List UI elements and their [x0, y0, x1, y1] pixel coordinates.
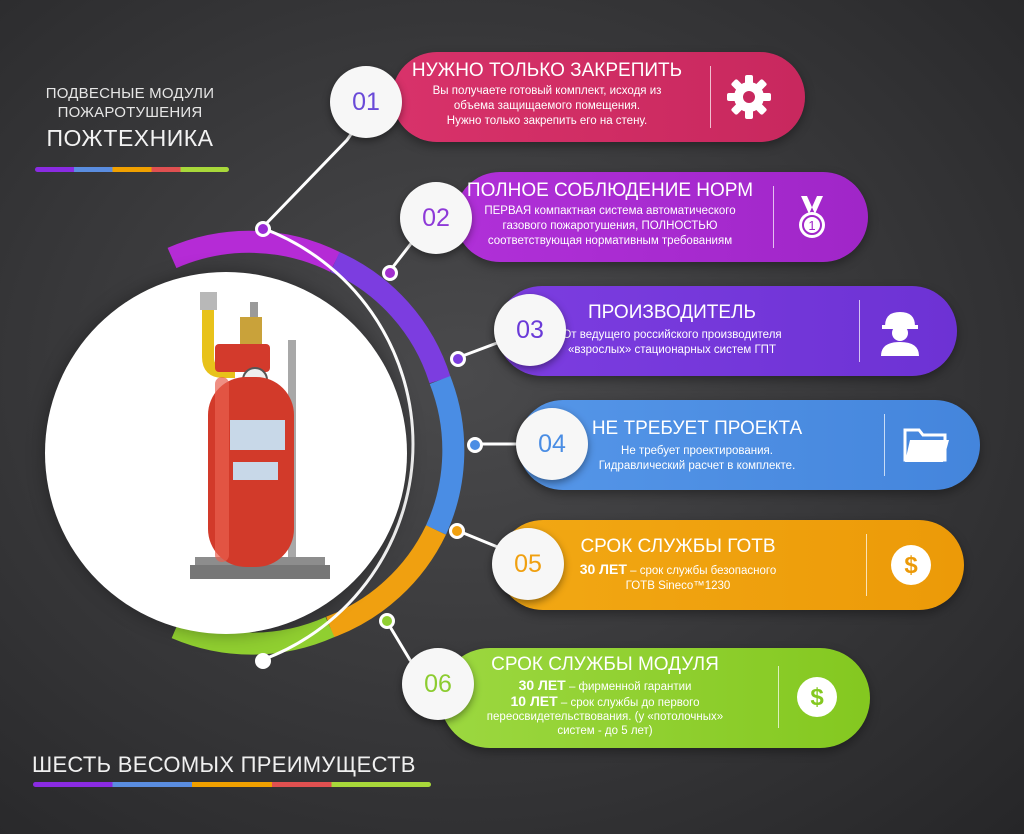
product-image-circle [45, 272, 407, 634]
feature-card-2: ПОЛНОЕ СОБЛЮДЕНИЕ НОРМ ПЕРВАЯ компактная… [455, 172, 868, 262]
number-circle-05: 05 [492, 528, 564, 600]
number-circle-02: 02 [400, 182, 472, 254]
svg-text:1: 1 [808, 218, 815, 233]
header-line-1: ПОДВЕСНЫЕ МОДУЛИ [45, 85, 215, 102]
brand-name: ПОЖТЕХНИКА [46, 125, 214, 151]
gear-icon [727, 75, 771, 119]
feature-6-title: СРОК СЛУЖБЫ МОДУЛЯ [491, 654, 719, 675]
connector-dot-end [255, 653, 271, 669]
feature-3-divider [859, 300, 860, 362]
feature-5-desc: 30 ЛЕТ – срок службы безопасного ГОТВ Si… [579, 561, 777, 593]
dollar-icon: $ [891, 545, 931, 585]
number-circle-04: 04 [516, 408, 588, 480]
feature-card-4: НЕ ТРЕБУЕТ ПРОЕКТА Не требует проектиров… [518, 400, 980, 490]
feature-5-title: СРОК СЛУЖБЫ ГОТВ [580, 536, 776, 557]
connector-dot-4 [467, 437, 483, 453]
feature-card-1: НУЖНО ТОЛЬКО ЗАКРЕПИТЬ Вы получаете гото… [392, 52, 805, 142]
feature-5-divider [866, 534, 867, 596]
dollar-icon: $ [797, 677, 837, 717]
feature-6-divider [778, 666, 779, 728]
feature-2-desc: ПЕРВАЯ компактная система автоматическог… [484, 205, 736, 247]
feature-4-title: НЕ ТРЕБУЕТ ПРОЕКТА [591, 418, 803, 439]
number-circle-06: 06 [402, 648, 474, 720]
number-circle-01: 01 [330, 66, 402, 138]
svg-text:$: $ [810, 684, 824, 711]
feature-1-title: НУЖНО ТОЛЬКО ЗАКРЕПИТЬ [411, 60, 683, 81]
engineer-icon [881, 312, 919, 356]
footer-color-bar [33, 782, 431, 787]
medal-icon: 1 [799, 196, 825, 238]
feature-6-desc: 30 ЛЕТ – фирменной гарантии 10 ЛЕТ – сро… [486, 677, 724, 737]
feature-1-divider [710, 66, 711, 128]
feature-4-desc: Не требует проектирования.Гидравлический… [598, 445, 796, 472]
connector-dot-6 [379, 613, 395, 629]
footer-title: ШЕСТЬ ВЕСОМЫХ ПРЕИМУЩЕСТВ [32, 752, 416, 777]
feature-card-5: СРОК СЛУЖБЫ ГОТВ 30 ЛЕТ – срок службы бе… [498, 520, 964, 610]
feature-2-divider [773, 186, 774, 248]
feature-card-6: СРОК СЛУЖБЫ МОДУЛЯ 30 ЛЕТ – фирменной га… [440, 648, 870, 748]
svg-text:$: $ [904, 552, 918, 579]
feature-1-desc: Вы получаете готовый комплект, исходя из… [432, 85, 662, 127]
folder-icon [903, 428, 949, 462]
header-line-2: ПОЖАРОТУШЕНИЯ [57, 104, 203, 121]
feature-4-divider [884, 414, 885, 476]
feature-3-desc: От ведущего российского производителя«вз… [562, 329, 782, 356]
number-circle-03: 03 [494, 294, 566, 366]
connector-dot-5 [449, 523, 465, 539]
feature-3-title: ПРОИЗВОДИТЕЛЬ [588, 302, 756, 323]
feature-card-3: ПРОИЗВОДИТЕЛЬ От ведущего российского пр… [497, 286, 957, 376]
connector-dot-2 [382, 265, 398, 281]
feature-2-title: ПОЛНОЕ СОБЛЮДЕНИЕ НОРМ [466, 180, 754, 201]
connector-dot-1 [255, 221, 271, 237]
connector-dot-3 [450, 351, 466, 367]
header-title-block: ПОДВЕСНЫЕ МОДУЛИ ПОЖАРОТУШЕНИЯ ПОЖТЕХНИК… [30, 84, 230, 152]
header-color-bar [35, 167, 229, 172]
fire-extinguisher-module-image [190, 292, 330, 579]
